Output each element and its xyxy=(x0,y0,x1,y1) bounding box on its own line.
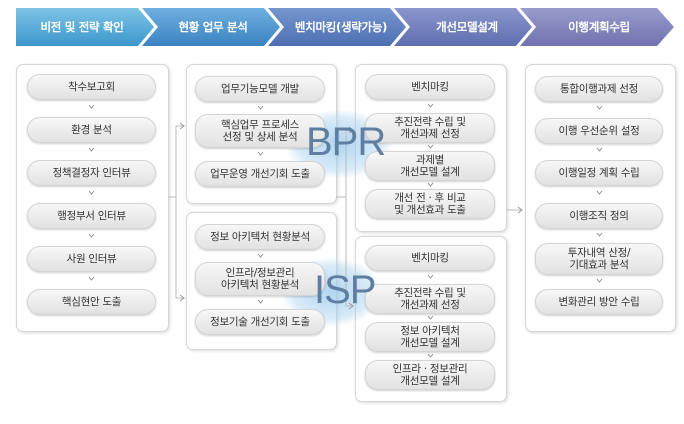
analysis-bpr-step-3: 업무운영 개선기회 도출 xyxy=(195,161,325,187)
phase-label-vision: 비전 및 전략 확인 xyxy=(40,20,124,34)
vision-step-5: 사원 인터뷰 xyxy=(27,246,156,272)
plan-panel xyxy=(525,64,676,332)
phase-chevron-bar xyxy=(16,8,674,46)
phase-label-design: 개선모델설계 xyxy=(436,20,498,34)
vision-panel xyxy=(16,64,169,332)
design-isp-step-4: 인프라 · 정보관리 개선모델 설계 xyxy=(365,360,495,390)
phase-label-benchmark: 벤치마킹(생략가능) xyxy=(294,20,388,34)
connector-analysis-design xyxy=(336,129,353,307)
analysis-isp-step-3: 정보기술 개선기회 도출 xyxy=(195,309,325,335)
plan-step-6: 변화관리 방안 수립 xyxy=(535,289,663,315)
analysis-bpr-step-2: 핵심업무 프로세스 선정 및 상세 분석 xyxy=(195,114,325,148)
phase-label-plan: 이행계획수립 xyxy=(568,20,630,34)
design-isp-step-1: 벤치마킹 xyxy=(365,245,495,271)
vision-step-3: 정책결정자 인터뷰 xyxy=(27,160,156,186)
phase-chevron-5 xyxy=(520,8,674,46)
bpr-watermark: BPR xyxy=(306,120,386,164)
connector-vision-analysis xyxy=(168,125,184,299)
analysis-isp-step-2: 인프라/정보관리 아키텍처 현황분석 xyxy=(195,262,325,296)
analysis-bpr-step-1: 업무기능모델 개발 xyxy=(195,76,325,102)
vision-step-4: 행정부서 인터뷰 xyxy=(27,203,156,229)
design-isp-step-2: 추진전략 수립 및 개선과제 선정 xyxy=(365,284,495,314)
vision-step-1: 착수보고회 xyxy=(27,74,156,100)
plan-step-5: 투자내역 산정/ 기대효과 분석 xyxy=(535,243,663,275)
phase-chevron-3 xyxy=(268,8,406,46)
design-bpr-step-2: 추진전략 수립 및 개선과제 선정 xyxy=(365,113,495,143)
analysis-isp-step-1: 정보 아키텍처 현황분석 xyxy=(195,224,325,250)
vision-step-2: 환경 분석 xyxy=(27,117,156,143)
isp-watermark: ISP xyxy=(314,268,376,312)
design-bpr-step-4: 개선 전 · 후 비교 및 개선효과 도출 xyxy=(365,189,495,219)
phase-chevron-2 xyxy=(142,8,280,46)
phase-chevron-1 xyxy=(16,8,154,46)
phase-label-analysis: 현황 업무 분석 xyxy=(178,20,248,34)
plan-step-1: 통합이행과제 선정 xyxy=(535,76,663,102)
vision-step-6: 핵심현안 도출 xyxy=(27,289,156,315)
design-isp-step-3: 정보 아키텍처 개선모델 설계 xyxy=(365,322,495,352)
design-bpr-step-1: 벤치마킹 xyxy=(365,74,495,100)
plan-step-2: 이행 우선순위 설정 xyxy=(535,118,663,144)
phase-chevron-4 xyxy=(394,8,532,46)
design-bpr-step-3: 과제별 개선모델 설계 xyxy=(365,151,495,181)
plan-step-4: 이행조직 정의 xyxy=(535,203,663,229)
plan-step-3: 이행일정 계획 수립 xyxy=(535,160,663,186)
